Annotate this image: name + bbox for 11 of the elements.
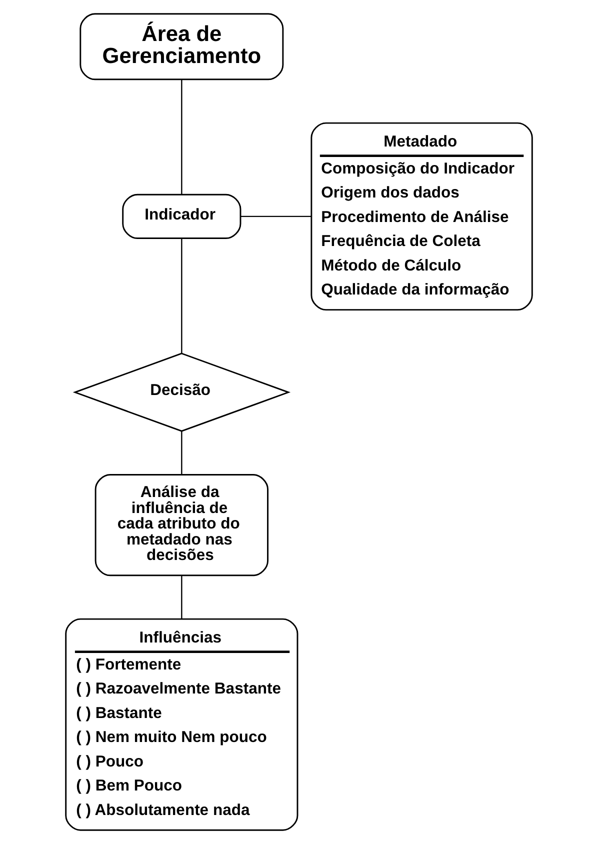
node-box: Área de Gerenciamento <box>80 12 284 80</box>
connector <box>181 238 182 353</box>
node-box: Indicador <box>122 193 242 238</box>
connector <box>240 215 312 217</box>
connector <box>181 430 182 474</box>
node-box: Influências ( ) Fortemente ( ) Razoavelmente Bastante ( ) Bastante ( ) Nem muito Nem pouco ( ) Pouco ( ) Bem Pouco ( ) Absolutamente nada <box>65 618 298 830</box>
node-box: Metadado Composição do Indicador Origem dos dados Procedimento de Análise Frequência de Coleta Método de Cálculo Qualidade da informação <box>310 122 533 310</box>
node-box: Análise da influência de cada atributo do metadado nas decisões <box>94 474 268 576</box>
node-diamond: Decisão <box>72 352 291 432</box>
connector <box>181 574 182 618</box>
connector <box>181 79 182 194</box>
